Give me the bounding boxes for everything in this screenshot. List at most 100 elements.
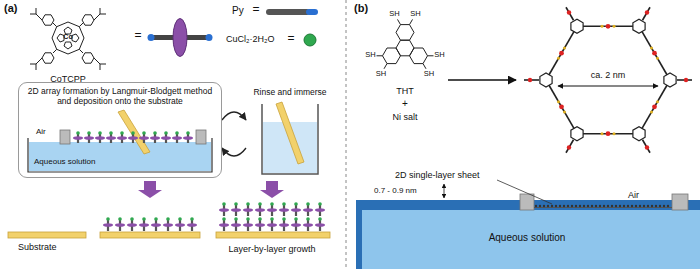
copper-node <box>186 131 190 135</box>
molecule-layer <box>73 131 193 143</box>
porphyrin-disk <box>161 136 171 140</box>
porphyrin-disk <box>231 223 241 227</box>
copper-node <box>270 217 274 221</box>
sheet-unit <box>595 205 597 207</box>
sheet-unit <box>603 205 605 207</box>
sulfur-atom <box>601 132 604 135</box>
sheet-unit <box>635 205 637 207</box>
porphyrin-disk <box>303 223 313 227</box>
porphyrin-disk <box>84 136 94 140</box>
sheet-unit <box>567 205 569 207</box>
figure-label: SH <box>434 51 444 60</box>
thiol-bond <box>377 55 383 56</box>
sheet-unit <box>655 205 657 207</box>
copper-node <box>306 202 310 206</box>
copper-node <box>153 131 157 135</box>
copper-node <box>131 131 135 135</box>
porphyrin-disk <box>103 223 113 227</box>
nickel-atom <box>606 131 611 136</box>
sulfur-atom <box>563 111 566 114</box>
sulfur-atom <box>613 132 616 135</box>
copper-node <box>294 217 298 221</box>
porphyrin-disk <box>150 136 160 140</box>
sulfur-atom <box>613 25 616 28</box>
porphyrin-disk <box>231 208 241 212</box>
figure-label: Substrate <box>18 242 57 252</box>
copper-node <box>98 131 102 135</box>
nickel-atom <box>684 78 688 82</box>
figure-label: Aqueous solution <box>489 232 566 244</box>
thiol-bond <box>384 64 387 69</box>
copper-node <box>258 217 262 221</box>
copper-node <box>294 202 298 206</box>
substrate-bar <box>216 232 330 238</box>
sheet-unit <box>607 205 609 207</box>
porphyrin-disk <box>187 223 197 227</box>
reaction-arrow <box>448 79 516 81</box>
porphyrin-disk <box>315 223 325 227</box>
porphyrin-disk <box>106 136 116 140</box>
cycle-arc <box>222 112 246 120</box>
sheet-unit <box>583 205 585 207</box>
beaker-step: Rinse and immerse <box>246 84 334 178</box>
mof-network <box>524 7 692 152</box>
figure-label: = <box>287 32 294 46</box>
porphyrin-disk <box>115 223 125 227</box>
node-text: 2D array formation by Langmuir-Blodgett … <box>23 86 217 106</box>
sheet-unit <box>539 205 541 207</box>
porphyrin-disk <box>139 223 149 227</box>
sulfur-atom <box>650 46 653 49</box>
figure-label: = <box>134 29 141 43</box>
figure-label: Co <box>63 33 72 41</box>
porphyrin-disk <box>128 136 138 140</box>
benzene-ring <box>410 48 428 64</box>
porphyrin-disk <box>255 223 265 227</box>
sheet-unit <box>667 205 669 207</box>
copper-node <box>106 217 110 221</box>
sheet-unit <box>571 205 573 207</box>
substrate-bar <box>8 232 86 238</box>
nickel-atom <box>559 104 564 109</box>
figure-label: 0.7 - 0.9 nm <box>374 186 417 195</box>
porphyrin-disk <box>127 223 137 227</box>
nickel-atom <box>652 104 657 109</box>
copper-node <box>282 202 286 206</box>
substrate-bar <box>100 232 200 238</box>
copper-node <box>166 217 170 221</box>
porphyrin-disk <box>243 208 253 212</box>
nickel-atom <box>567 10 571 14</box>
leader-line <box>497 180 552 204</box>
figure-label: + <box>402 98 408 110</box>
porphyrin-disk <box>139 136 149 140</box>
porphyrin-disk <box>279 223 289 227</box>
process-arrow <box>138 181 162 198</box>
figure-label: SH <box>365 51 375 60</box>
pyridine-icon <box>266 9 318 15</box>
figure-label: Air <box>628 190 639 200</box>
figure-label: Aqueous solution <box>34 157 95 166</box>
porphyrin-disk <box>219 208 229 212</box>
sheet-unit <box>599 205 601 207</box>
cycle-arc <box>222 148 246 156</box>
copper-node <box>306 217 310 221</box>
nickel-atom <box>528 78 532 82</box>
triphenylene-unit <box>664 73 676 87</box>
copper-node <box>120 131 124 135</box>
porphyrin-disk <box>291 208 301 212</box>
copper-node <box>109 131 113 135</box>
copper-node <box>118 217 122 221</box>
network-linker <box>546 80 577 134</box>
sheet-unit <box>639 205 641 207</box>
network-linker <box>643 7 651 20</box>
triphenylene-unit <box>633 19 645 33</box>
copper-node <box>222 202 226 206</box>
copper-node <box>178 217 182 221</box>
sheet-unit <box>579 205 581 207</box>
sulfur-atom <box>563 46 566 49</box>
network-linker <box>566 140 574 153</box>
copper-node <box>190 217 194 221</box>
porphyrin-disk <box>172 136 182 140</box>
figure-label: (b) <box>354 2 368 15</box>
copper-node <box>175 131 179 135</box>
porphyrin-disk <box>315 208 325 212</box>
